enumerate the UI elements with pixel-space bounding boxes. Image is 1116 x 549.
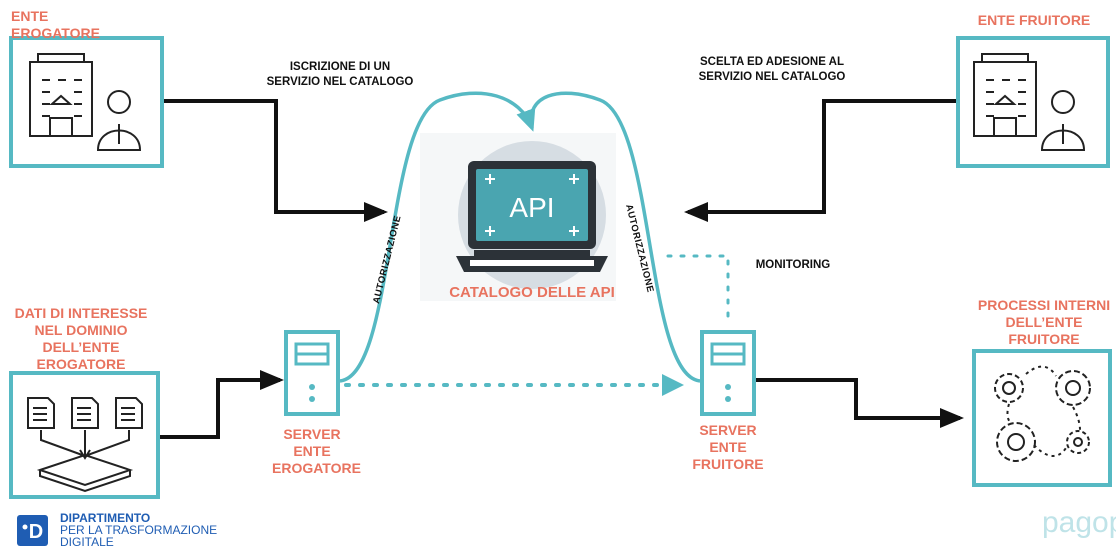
- iscrizione-note-line2: SERVIZIO NEL CATALOGO: [266, 76, 414, 88]
- ente-erogatore-label: ENTE EROGATORE: [11, 8, 100, 41]
- server-erogatore-icon: [284, 330, 340, 416]
- arrow-erogatore-to-catalogo: [162, 99, 388, 222]
- iscrizione-note-line1: ISCRIZIONE DI UN: [289, 61, 391, 73]
- dept-logo-letter: D: [29, 521, 43, 543]
- dept-logo-dot: [22, 524, 28, 530]
- arrow-dati-to-server: [158, 370, 284, 439]
- dati-label-line4: EROGATORE: [36, 356, 126, 372]
- dati-label-line1: DATI DI INTERESSE: [14, 305, 148, 321]
- dept-name-line1: DIPARTIMENTO: [60, 511, 151, 525]
- api-catalog-icon: [420, 133, 616, 301]
- building-person-icon: [29, 53, 142, 151]
- catalogo-label: CATALOGO DELLE API: [449, 284, 615, 301]
- dept-name-line3: DIGITALE: [60, 535, 114, 549]
- arrow-fruitore-to-catalogo: [684, 99, 958, 222]
- server-erogatore-label-line3: EROGATORE: [272, 460, 361, 476]
- processi-label-line1: PROCESSI INTERNI: [977, 297, 1111, 313]
- documents-database-icon: [27, 397, 143, 493]
- server-fruitore-label-line3: FRUITORE: [692, 456, 764, 472]
- dept-name-line2: PER LA TRASFORMAZIONE: [60, 523, 218, 537]
- scelta-note-line2: SERVIZIO NEL CATALOGO: [698, 71, 846, 83]
- processi-label-line2: DELL’ENTE: [1005, 314, 1083, 330]
- scelta-note-line1: SCELTA ED ADESIONE AL: [700, 56, 844, 68]
- dati-label-line3: DELL’ENTE: [42, 339, 120, 355]
- pagopa-logo: pagopa: [1042, 506, 1116, 539]
- server-fruitore-label-line1: SERVER: [699, 422, 757, 438]
- server-fruitore-label-line2: ENTE: [709, 439, 747, 455]
- arrow-server-to-processi: [756, 378, 964, 428]
- dept-logo-square: [17, 515, 48, 546]
- server-erogatore-label-line2: ENTE: [293, 443, 331, 459]
- ente-fruitore-label: ENTE FRUITORE: [977, 12, 1091, 28]
- processi-label-line3: FRUITORE: [1008, 331, 1080, 347]
- ente-fruitore-box: [956, 36, 1110, 168]
- building-person-icon: [973, 53, 1086, 151]
- server-erogatore-label-line1: SERVER: [283, 426, 341, 442]
- arc-right-autorizzazione: [529, 91, 701, 383]
- api-label: API: [509, 192, 555, 223]
- processi-box: [972, 349, 1112, 487]
- server-fruitore-icon: [700, 330, 756, 416]
- arc-left-autorizzazione: [339, 91, 536, 383]
- gears-icon: [994, 365, 1091, 462]
- monitoring-note: MONITORING: [755, 259, 831, 271]
- teal-arrowhead-server: [662, 374, 684, 396]
- dotted-monitoring: [666, 254, 730, 322]
- dati-label-line2: NEL DOMINIO: [34, 322, 128, 338]
